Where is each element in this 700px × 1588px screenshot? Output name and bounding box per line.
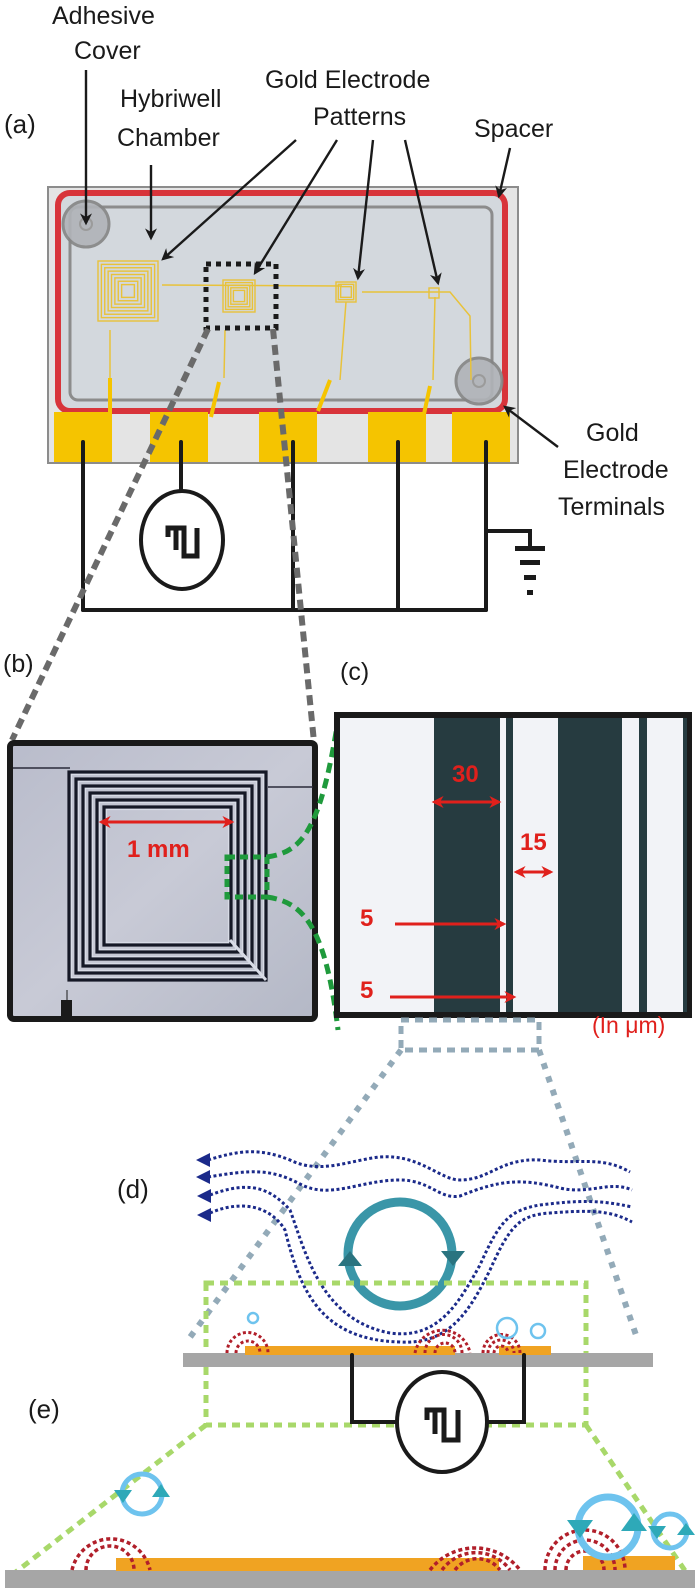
electrode-band-1 xyxy=(434,718,500,1012)
large-vortex-ring xyxy=(343,1197,457,1311)
vortex-e-large-right xyxy=(567,1493,647,1561)
zoom-lines-c-to-d xyxy=(185,1048,640,1342)
panel-b: (b) 1 mm xyxy=(3,650,341,1031)
panel-label-d: (d) xyxy=(117,1174,149,1204)
spiral-turn-2 xyxy=(74,777,261,975)
electrode-pattern-3 xyxy=(335,281,357,303)
panel-a: (a) Adhesive Cover Hybriwell Chamber Gol… xyxy=(4,2,669,753)
vortex-arrow-down xyxy=(441,1251,465,1266)
microscope-spiral-electrode xyxy=(67,770,268,982)
label-gold-electrode-patterns-line2: Patterns xyxy=(313,103,406,131)
small-vortices-d xyxy=(246,1311,547,1340)
label-adhesive-cover-line2: Cover xyxy=(74,37,141,65)
substrate-e xyxy=(5,1570,695,1588)
panel-e: (e) xyxy=(5,1394,695,1588)
gold-electrode-patterns xyxy=(97,260,440,322)
ground-icon xyxy=(515,546,545,595)
electrode-pattern-4 xyxy=(428,287,440,299)
terminal-3 xyxy=(259,412,317,462)
label-adhesive-cover-line1: Adhesive xyxy=(52,2,155,30)
spiral-turn-5 xyxy=(95,798,240,954)
panel-label-b: (b) xyxy=(3,650,34,678)
electrode-band-4 xyxy=(639,718,647,1012)
terminal-5 xyxy=(452,412,510,462)
electrode-band-5 xyxy=(683,718,687,1012)
electrode-band-3 xyxy=(558,718,622,1012)
ac-source-a xyxy=(139,489,225,591)
spiral-turn-4 xyxy=(88,791,247,961)
electrode-pattern-1 xyxy=(97,260,159,322)
zoom-lines-b-to-c xyxy=(266,719,341,1031)
label-terminals-line3: Terminals xyxy=(558,493,665,521)
zoom-lines-a-to-b xyxy=(9,327,318,753)
panel-label-e: (e) xyxy=(28,1394,60,1424)
vortex-arrow-up xyxy=(338,1251,362,1266)
label-gold-electrode-patterns-line1: Gold Electrode xyxy=(265,66,430,94)
terminal-leads xyxy=(108,378,432,418)
vortex-e-small-right xyxy=(648,1511,695,1551)
flow-direction-arrows xyxy=(196,1153,211,1222)
label-hybriwell-chamber-line1: Hybriwell xyxy=(120,85,221,113)
contact-pad xyxy=(61,1000,72,1017)
scale-label-1mm: 1 mm xyxy=(127,836,190,863)
zoom-region-box-a xyxy=(203,261,279,331)
dimension-label-5a: 5 xyxy=(360,905,373,932)
electrode-band-2 xyxy=(506,718,513,1012)
panel-label-c: (c) xyxy=(340,658,369,686)
flow-streamlines xyxy=(207,1150,633,1344)
substrate-d xyxy=(183,1353,653,1367)
label-hybriwell-chamber-line2: Chamber xyxy=(117,124,220,152)
circuit-wires-d xyxy=(350,1353,526,1424)
electrode-wide-d xyxy=(245,1346,455,1355)
label-terminals-line1: Gold xyxy=(586,419,639,447)
ac-source-d xyxy=(395,1370,489,1474)
spiral-turn-3 xyxy=(81,784,254,968)
label-arrows xyxy=(80,70,559,448)
label-terminals-line2: Electrode xyxy=(563,456,669,484)
label-spacer: Spacer xyxy=(474,115,553,143)
zoom-region-box-c xyxy=(398,1017,542,1053)
zoom-region-box-b xyxy=(224,854,270,900)
electrode-bands xyxy=(434,718,687,1012)
square-wave-icon-d xyxy=(424,1407,461,1443)
square-wave-icon xyxy=(165,525,200,559)
spacer-gasket xyxy=(55,190,508,414)
vortex-e-left xyxy=(114,1471,170,1517)
electrode-pattern-2 xyxy=(222,279,256,313)
unit-note: (In μm) xyxy=(592,1012,665,1038)
electric-field-lines-d xyxy=(225,1328,522,1354)
adhesive-cover-port-2 xyxy=(454,356,504,406)
spiral-turn-6 xyxy=(102,805,233,947)
electrode-narrow-d xyxy=(499,1346,551,1355)
dimension-label-30: 30 xyxy=(452,761,479,788)
panel-label-a: (a) xyxy=(4,109,36,139)
zoom-lines-d-to-e xyxy=(6,1423,693,1580)
electrode-traces xyxy=(109,284,472,381)
dimension-label-15: 15 xyxy=(520,829,547,856)
panel-c: (c) 30 15 5 5 (In μm) xyxy=(185,658,692,1342)
electrode-wide-e xyxy=(116,1558,499,1571)
dimension-label-5b: 5 xyxy=(360,977,373,1004)
panel-d: (d) xyxy=(117,1150,653,1474)
